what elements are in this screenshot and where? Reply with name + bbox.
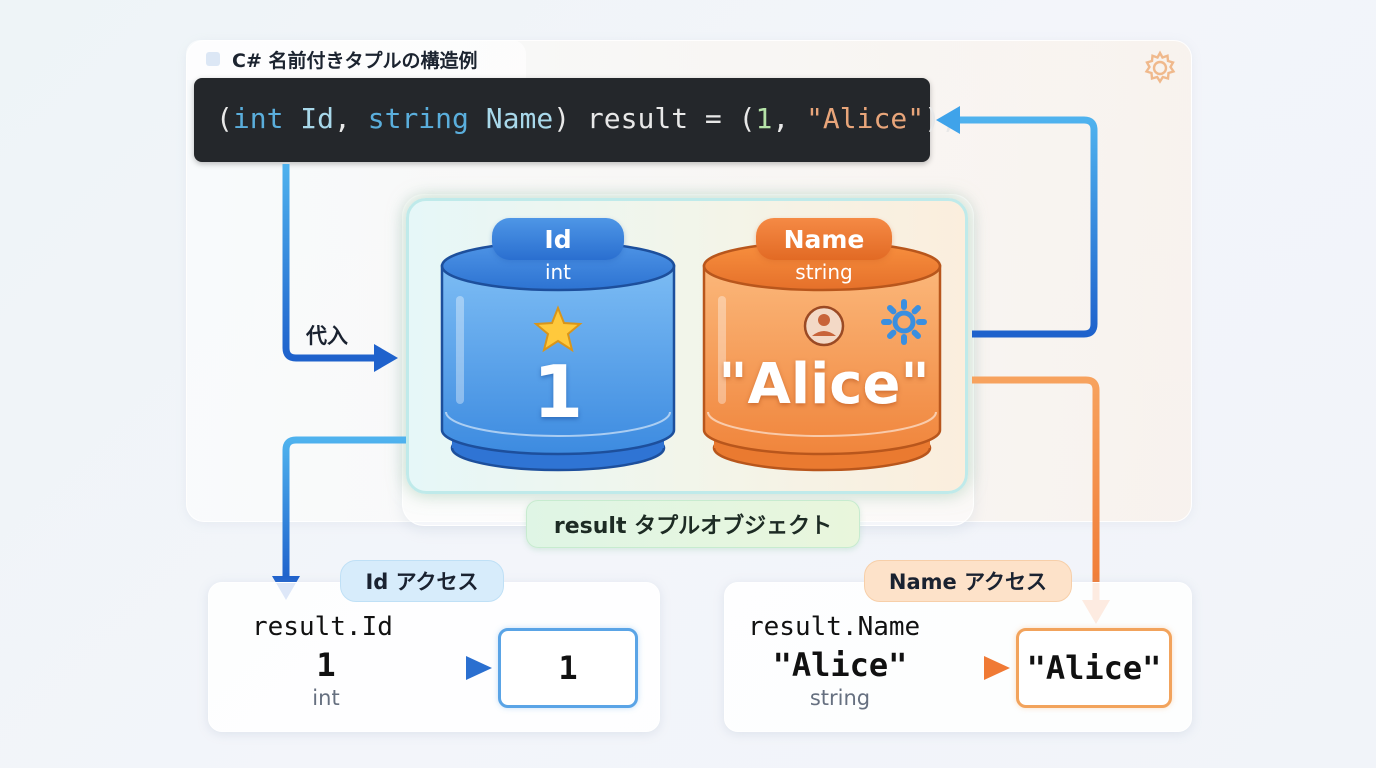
code-token-type-int: int xyxy=(232,102,284,135)
id-access-expression: result.Id xyxy=(252,612,393,642)
id-field-label: Id xyxy=(492,218,624,260)
name-field-label: Name xyxy=(756,218,892,260)
name-output-box: "Alice" xyxy=(1016,628,1172,708)
name-access-value: "Alice" xyxy=(772,646,908,684)
name-result-arrow xyxy=(919,656,1010,680)
code-line: (int Id, string Name) result = (1, "Alic… xyxy=(216,102,958,135)
user-icon xyxy=(803,305,845,347)
id-output-box: 1 xyxy=(498,628,638,708)
star-icon xyxy=(533,305,583,353)
code-token: , xyxy=(772,102,807,135)
name-field-value: "Alice" xyxy=(718,352,930,417)
name-access-tag: Name アクセス xyxy=(864,560,1072,602)
id-result-arrow xyxy=(401,656,492,680)
gear-icon xyxy=(881,299,927,345)
name-cylinder xyxy=(702,240,942,472)
code-token-value-alice: "Alice" xyxy=(806,102,925,135)
gear-icon[interactable] xyxy=(1142,50,1178,86)
id-access-value: 1 xyxy=(316,646,336,684)
code-token: ) result = ( xyxy=(553,102,756,135)
return-arrow xyxy=(936,106,1098,338)
id-field-value: 1 xyxy=(532,350,584,434)
code-block xyxy=(194,78,930,162)
code-token-name-name: Name xyxy=(485,102,554,135)
name-field-type: string xyxy=(795,260,853,284)
name-access-expression: result.Name xyxy=(748,612,921,642)
title-tab xyxy=(186,40,526,80)
name-access-type: string xyxy=(809,686,871,710)
id-field-type: int xyxy=(544,260,572,284)
page-title: C# 名前付きタプルの構造例 xyxy=(232,50,478,72)
assign-arrow xyxy=(282,164,398,372)
code-token-value-1: 1 xyxy=(755,102,773,135)
title-square-icon xyxy=(206,52,220,66)
assign-label: 代入 xyxy=(306,324,348,348)
id-access-type: int xyxy=(312,686,340,710)
code-token-name-id: Id xyxy=(300,102,335,135)
code-token-type-string: string xyxy=(367,102,469,135)
code-token: , xyxy=(334,102,368,135)
id-access-tag: Id アクセス xyxy=(340,560,504,602)
code-token: ( xyxy=(216,102,233,135)
tuple-object-label: result タプルオブジェクト xyxy=(526,500,860,548)
